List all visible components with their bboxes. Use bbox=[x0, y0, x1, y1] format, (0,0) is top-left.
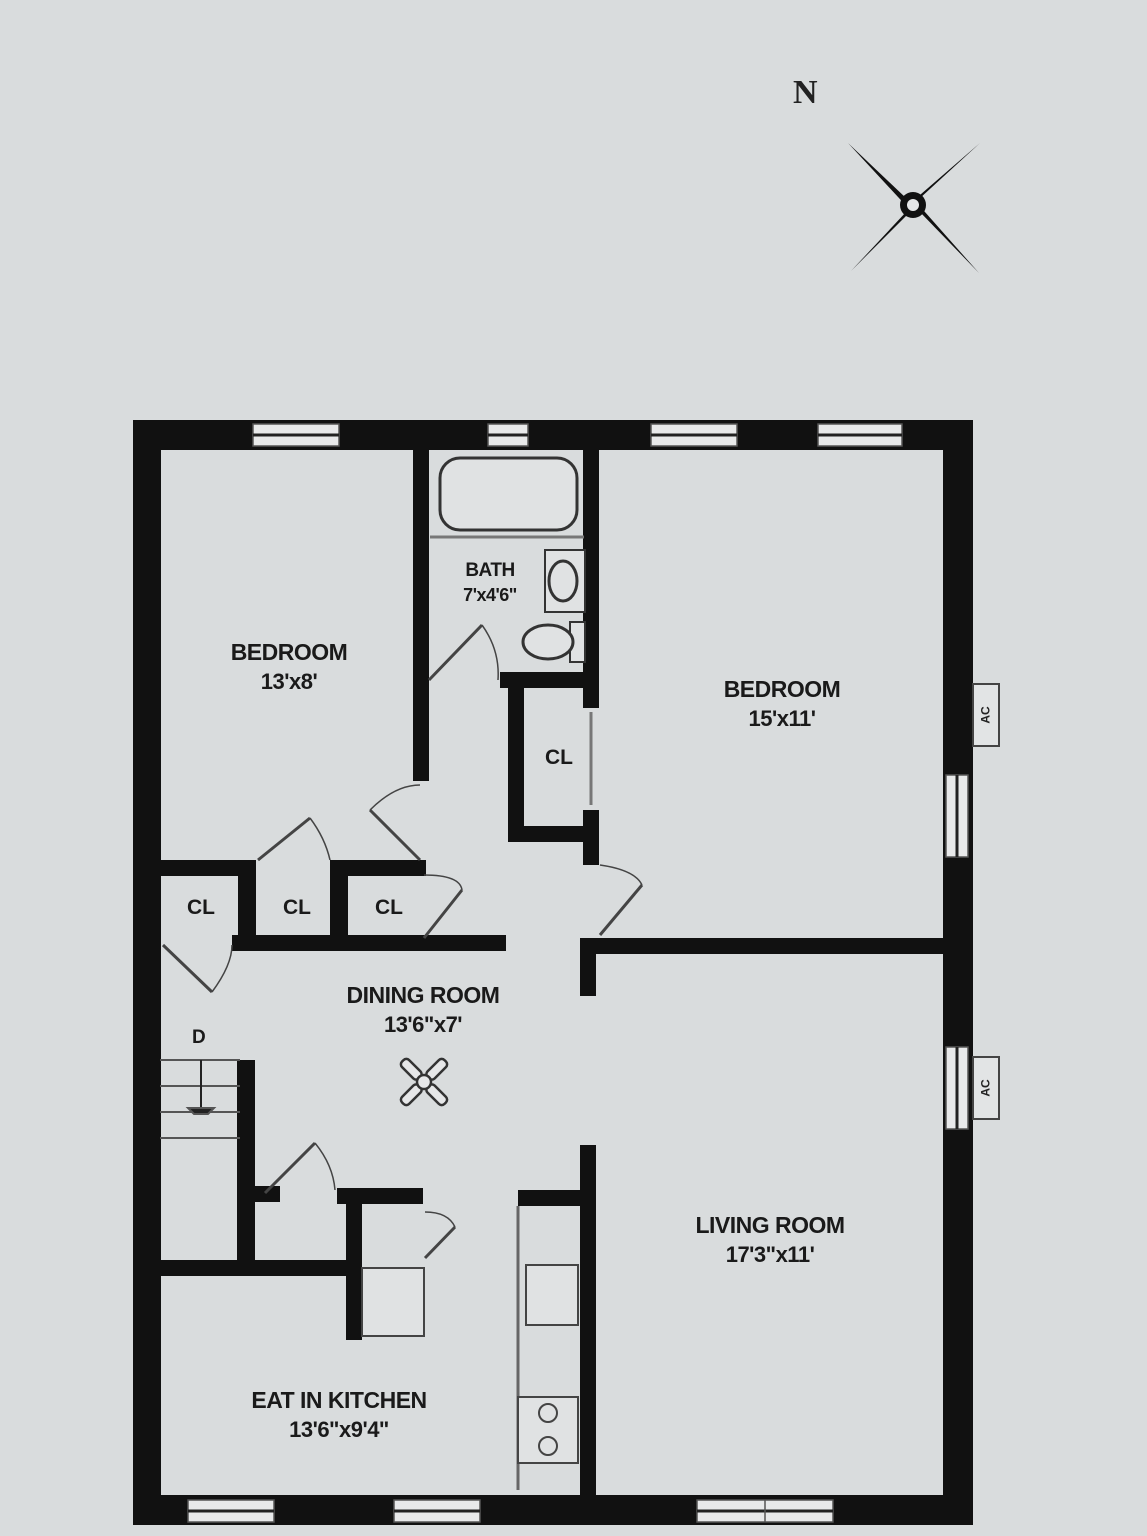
ac-label-living: AC bbox=[978, 1079, 993, 1097]
ac-units bbox=[972, 683, 1000, 1120]
compass-rose-icon bbox=[848, 143, 980, 273]
stair-down-label: D bbox=[192, 1027, 206, 1048]
room-dimensions: 17'3"x11' bbox=[725, 1242, 815, 1267]
ac-label-bedroom: AC bbox=[978, 706, 993, 724]
room-label-bedroom-east: BEDROOM 15'x11' bbox=[724, 674, 841, 734]
room-name: BEDROOM bbox=[723, 676, 841, 702]
room-name: EAT IN KITCHEN bbox=[251, 1387, 427, 1413]
doors bbox=[161, 623, 644, 1260]
closet-label-3: CL bbox=[375, 896, 403, 919]
closet-label-2: CL bbox=[283, 896, 311, 919]
kitchen-fixtures bbox=[361, 1206, 579, 1490]
closet-label-4: CL bbox=[545, 746, 573, 769]
closet-label-1: CL bbox=[187, 896, 215, 919]
ceiling-fan-icon bbox=[399, 1057, 449, 1107]
room-label-bath: BATH 7'x4'6" bbox=[463, 558, 517, 608]
room-label-bedroom-west: BEDROOM 13'x8' bbox=[231, 637, 348, 697]
room-name: BATH bbox=[465, 560, 515, 581]
room-label-dining-room: DINING ROOM 13'6"x7' bbox=[347, 980, 500, 1040]
bath-fixtures bbox=[430, 456, 586, 663]
windows bbox=[187, 423, 969, 1523]
compass-north-label: N bbox=[793, 74, 818, 111]
room-label-living-room: LIVING ROOM 17'3"x11' bbox=[695, 1210, 845, 1270]
room-dimensions: 15'x11' bbox=[748, 706, 816, 731]
room-dimensions: 13'x8' bbox=[260, 669, 318, 694]
room-name: DINING ROOM bbox=[346, 982, 500, 1008]
room-name: BEDROOM bbox=[230, 639, 348, 665]
room-name: LIVING ROOM bbox=[695, 1212, 845, 1238]
room-dimensions: 7'x4'6" bbox=[463, 585, 517, 605]
stairs bbox=[160, 1059, 240, 1139]
room-label-eat-in-kitchen: EAT IN KITCHEN 13'6"x9'4" bbox=[251, 1385, 427, 1445]
room-dimensions: 13'6"x7' bbox=[383, 1012, 463, 1037]
room-dimensions: 13'6"x9'4" bbox=[289, 1417, 389, 1442]
interior-walls bbox=[160, 448, 945, 1500]
